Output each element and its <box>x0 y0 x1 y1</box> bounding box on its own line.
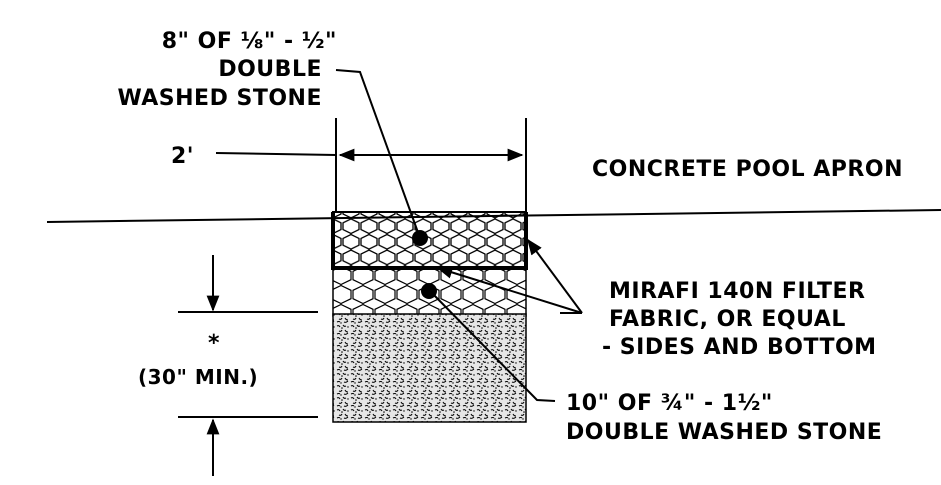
top-stone-label-line1: 8" OF ⅛" - ½" <box>162 29 337 54</box>
fabric-label-line3: - SIDES AND BOTTOM <box>602 335 877 360</box>
fabric-leader-top <box>527 238 583 314</box>
top-stone-leader-dot <box>412 230 428 246</box>
apron-label: CONCRETE POOL APRON <box>592 157 903 182</box>
top-stone-leader <box>335 69 421 239</box>
top-stone-layer <box>332 211 527 269</box>
bottom-stone-label-line1: 10" OF ¾" - 1½" <box>566 391 773 416</box>
bottom-gravel-layer <box>332 313 527 423</box>
depth-asterisk: * <box>208 331 220 356</box>
top-stone-label-line3: WASHED STONE <box>117 86 322 111</box>
width-label: 2' <box>171 144 194 169</box>
fabric-label-line1: MIRAFI 140N FILTER <box>609 279 865 304</box>
filter-fabric-outline <box>331 212 528 270</box>
width-label-leader <box>215 152 337 156</box>
fabric-label-line2: FABRIC, OR EQUAL <box>609 307 846 332</box>
bottom-stone-leader <box>429 290 556 402</box>
top-stone-label-line2: DOUBLE <box>218 57 322 82</box>
bottom-stone-label-line2: DOUBLE WASHED STONE <box>566 420 882 445</box>
bottom-stone-leader-dot <box>421 283 437 299</box>
depth-min-label: (30" MIN.) <box>138 365 258 389</box>
fabric-leader-bottom <box>436 266 583 314</box>
